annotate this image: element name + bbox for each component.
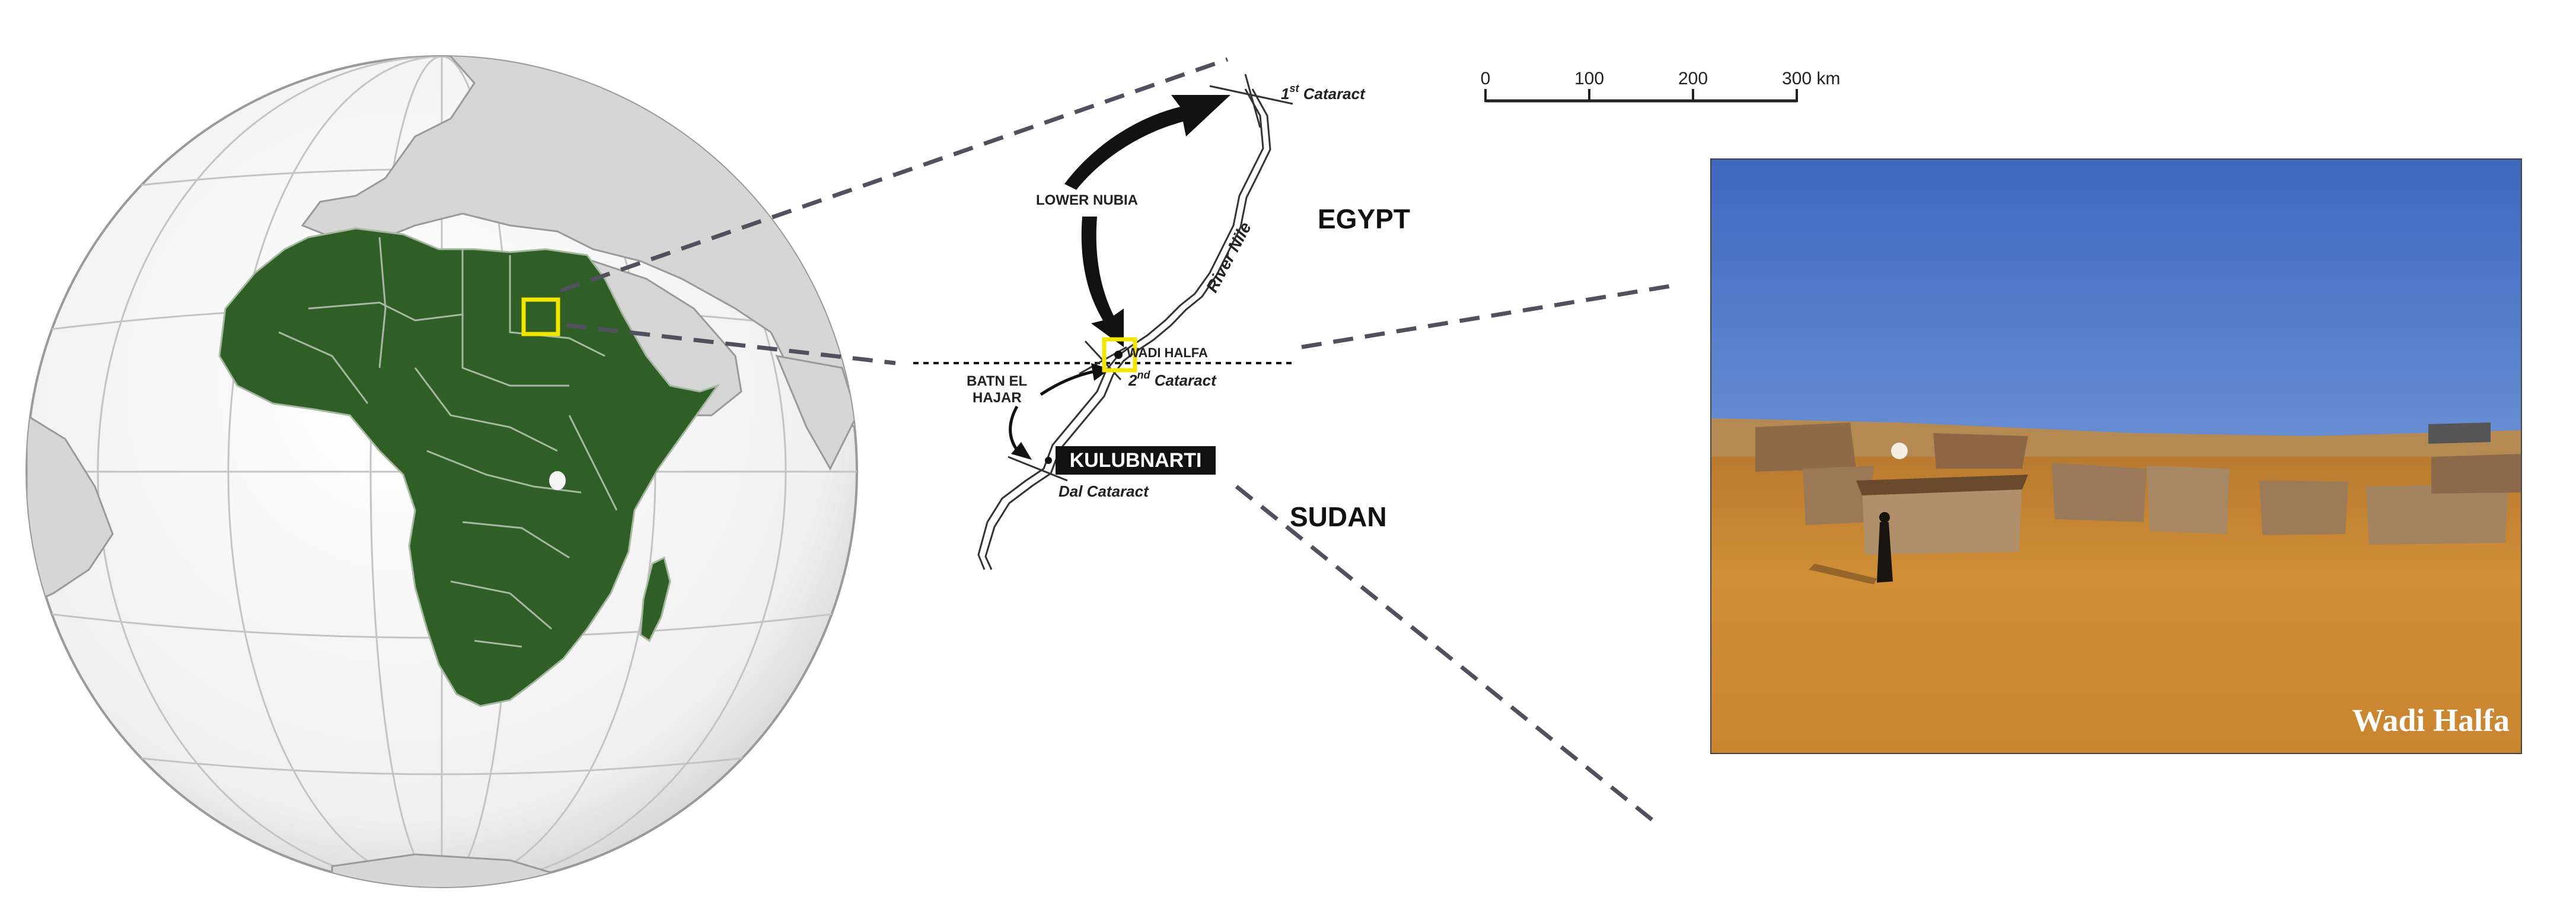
scale-tick-300: 300 km xyxy=(1782,69,1840,88)
connector-globe-top xyxy=(559,57,1229,293)
wadi-halfa-highlight-box xyxy=(1102,337,1137,373)
connector-lines xyxy=(559,57,1679,823)
label-egypt: EGYPT xyxy=(1318,204,1410,234)
river-nile xyxy=(977,88,1264,570)
label-wadi-halfa: WADI HALFA xyxy=(1127,345,1208,360)
globe-highlight-box xyxy=(521,297,560,336)
arrow-lower-nubia-to-first-cataract xyxy=(1064,95,1230,190)
label-lower-nubia: LOWER NUBIA xyxy=(1036,192,1138,208)
photo-village xyxy=(1755,422,2521,584)
madagascar xyxy=(639,556,671,643)
label-second-cataract: 2nd Cataract xyxy=(1128,369,1217,389)
connector-photo-bottom xyxy=(1235,485,1656,823)
label-batn-el-hajar-2: HAJAR xyxy=(973,390,1022,406)
label-first-cataract: 1st Cataract xyxy=(1281,82,1366,103)
scale-bar: 0 100 200 300 km xyxy=(1481,69,1840,103)
kulubnarti-label-box xyxy=(1056,446,1216,475)
arrow-batn-el-hajar-to-wadi-halfa xyxy=(1040,369,1098,396)
arrow-lower-nubia-to-wadi-halfa xyxy=(1081,217,1124,347)
label-dal-cataract: Dal Cataract xyxy=(1059,482,1149,500)
wadi-halfa-dot xyxy=(1114,351,1123,359)
photo-caption: Wadi Halfa xyxy=(2352,702,2510,738)
greenland-land xyxy=(141,64,227,132)
label-sudan: SUDAN xyxy=(1290,501,1387,532)
india-land xyxy=(775,355,857,471)
label-river-nile: River Nile xyxy=(1203,219,1255,295)
nubia-map: 1st Cataract LOWER NUBIA River Nile EGYP… xyxy=(913,74,1410,570)
scale-tick-100: 100 xyxy=(1574,69,1604,88)
scale-tick-200: 200 xyxy=(1678,69,1708,88)
connector-photo-top xyxy=(1301,282,1679,349)
label-kulubnarti: KULUBNARTI xyxy=(1070,449,1202,472)
connector-globe-bottom xyxy=(566,323,896,365)
lake-victoria xyxy=(549,471,566,490)
scale-tick-0: 0 xyxy=(1481,69,1491,88)
label-batn-el-hajar-1: BATN EL xyxy=(967,373,1027,389)
wadi-halfa-photo: Wadi Halfa xyxy=(1710,158,2522,754)
globe xyxy=(25,55,858,888)
cataract-marks xyxy=(1008,74,1293,482)
